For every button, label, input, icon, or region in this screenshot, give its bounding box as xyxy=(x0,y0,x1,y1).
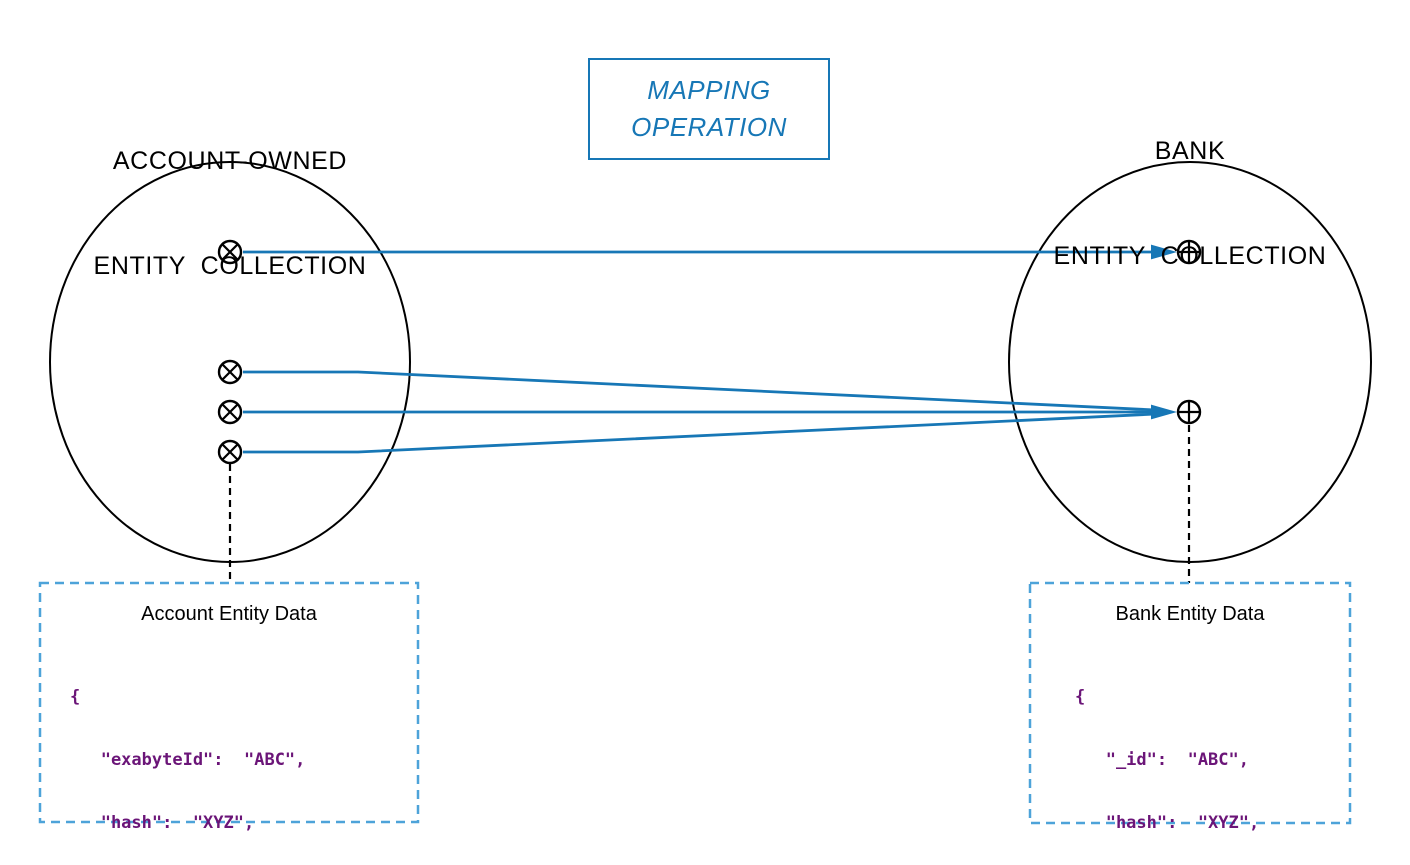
circled-plus-icon xyxy=(1176,239,1202,265)
bank-collection-title-line1: BANK xyxy=(1154,137,1226,165)
bank-data-box-title: Bank Entity Data xyxy=(1115,603,1265,625)
mapping-arrows xyxy=(243,244,1177,454)
code-line: { xyxy=(70,687,81,707)
mapping-operation-line2: OPERATION xyxy=(631,112,787,142)
bank-data-box-border xyxy=(1028,581,1352,825)
account-data-box-title: Account Entity Data xyxy=(141,603,317,625)
account-entity-json: { "exabyteId": "ABC", "hash": "XYZ", ...… xyxy=(70,645,305,865)
circled-times-icon xyxy=(217,239,243,265)
code-line: "exabyteId": "ABC", xyxy=(70,750,306,770)
code-line: "hash": "XYZ", xyxy=(1075,813,1260,833)
account-data-box: Account Entity Data { "exabyteId": "ABC"… xyxy=(40,583,418,833)
bank-entity-json: { "_id": "ABC", "hash": "XYZ", ... } xyxy=(1075,645,1259,865)
mapping-arrow-line-2 xyxy=(243,370,1157,412)
circled-plus-icon xyxy=(1176,399,1202,425)
bank-data-box: Bank Entity Data { "_id": "ABC", "hash":… xyxy=(1030,583,1350,833)
account-data-box-border xyxy=(38,581,420,824)
mapping-operation-box: MAPPING OPERATION xyxy=(588,58,830,160)
code-line: { xyxy=(1075,687,1086,707)
circled-times-icon xyxy=(217,359,243,385)
code-line: "hash": "XYZ", xyxy=(70,813,255,833)
arrowhead-icon xyxy=(1151,244,1177,260)
circled-times-icon xyxy=(217,439,243,465)
mapping-arrow-line-4 xyxy=(243,412,1157,454)
account-collection-title-line1: ACCOUNT-OWNED xyxy=(112,147,348,175)
bank-collection-title-line2: ENTITY COLLECTION xyxy=(1053,242,1327,270)
account-collection-title: ACCOUNT-OWNED ENTITY COLLECTION xyxy=(0,74,460,354)
account-collection-title-line2: ENTITY COLLECTION xyxy=(93,252,367,280)
mapping-operation-line1: MAPPING xyxy=(647,75,771,105)
circled-times-icon xyxy=(217,399,243,425)
code-line: "_id": "ABC", xyxy=(1075,750,1249,770)
bank-collection-title: BANK ENTITY COLLECTION xyxy=(990,64,1390,344)
arrowhead-icon xyxy=(1151,404,1177,420)
